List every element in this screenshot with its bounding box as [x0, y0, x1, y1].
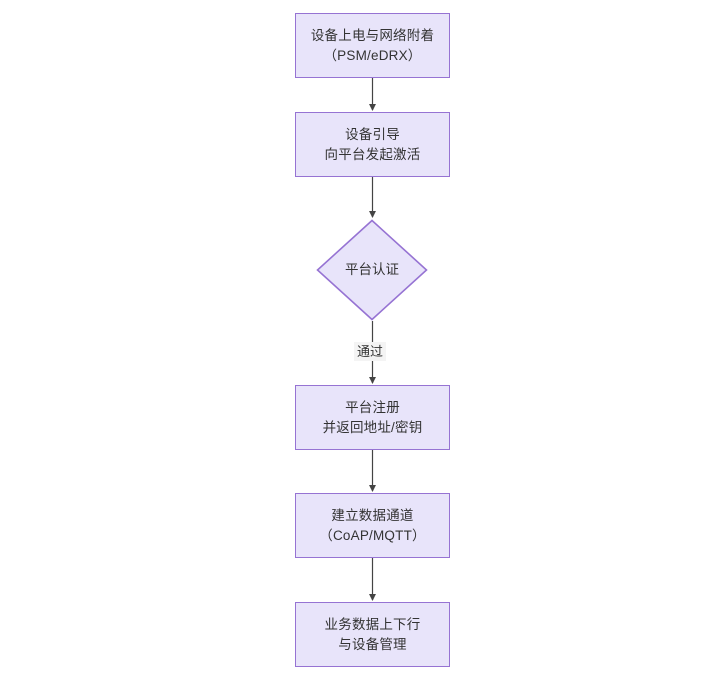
flow-node-label-line1: 设备引导 [345, 126, 400, 142]
flow-node-platform-auth-decision[interactable]: 平台认证 [316, 219, 428, 321]
flow-node-platform-register[interactable]: 平台注册 并返回地址/密钥 [295, 385, 450, 450]
flow-node-business-data-and-device-management[interactable]: 业务数据上下行 与设备管理 [295, 602, 450, 667]
diamond-shape [316, 219, 428, 321]
flow-node-device-bootstrap[interactable]: 设备引导 向平台发起激活 [295, 112, 450, 177]
flow-node-label-line2: 并返回地址/密钥 [322, 419, 423, 435]
flow-node-label-line2: （PSM/eDRX） [323, 47, 422, 63]
flow-node-label-line2: 向平台发起激活 [324, 146, 421, 162]
flow-node-label-line1: 平台认证 [345, 262, 399, 277]
flow-node-label-line2: 与设备管理 [338, 636, 407, 652]
flow-node-establish-data-channel[interactable]: 建立数据通道 （CoAP/MQTT） [295, 493, 450, 558]
flow-node-label-line2: （CoAP/MQTT） [319, 527, 426, 543]
flow-node-label-line1: 业务数据上下行 [324, 616, 421, 632]
edge-label-pass: 通过 [354, 342, 387, 361]
flow-node-label-line1: 平台注册 [345, 399, 400, 415]
flow-node-label-line1: 设备上电与网络附着 [310, 27, 435, 43]
flow-node-device-power-on[interactable]: 设备上电与网络附着 （PSM/eDRX） [295, 13, 450, 78]
flow-node-label-line1: 建立数据通道 [331, 507, 414, 523]
